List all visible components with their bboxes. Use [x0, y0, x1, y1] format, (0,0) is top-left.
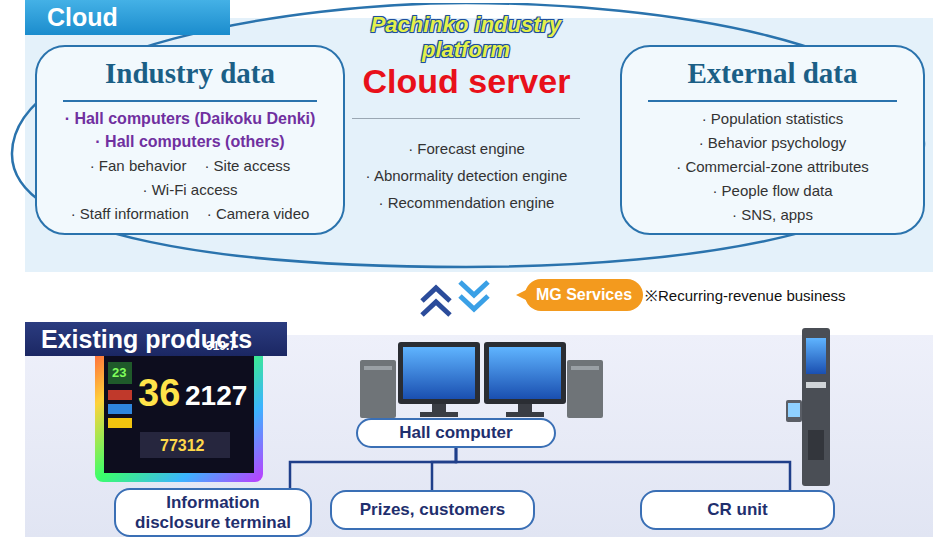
- data-box: Industry data · Hall computers (Daikoku D…: [35, 45, 345, 235]
- node-text: MG Services: [536, 286, 632, 304]
- node-text: · Hall computers (others): [95, 132, 284, 152]
- node-text: · Fan behavior: [90, 156, 187, 176]
- text-row: · SNS, apps: [622, 205, 923, 225]
- node-text: External data: [688, 53, 858, 93]
- node-text: Information disclosure terminal: [125, 493, 301, 532]
- connector-line: [456, 448, 790, 490]
- text-row: · Behavior psychology: [622, 133, 923, 153]
- divider-line: [352, 118, 580, 119]
- node-text: · Behavior psychology: [699, 133, 847, 153]
- process-box: CR unit: [640, 490, 835, 530]
- node-text: Industry data: [105, 53, 275, 93]
- node-text: Pachinko industry platform: [371, 12, 562, 62]
- node-text: · Staff information: [71, 204, 189, 224]
- cr-unit-illustration: [786, 328, 830, 486]
- text-row: External data: [622, 53, 923, 93]
- connector-line: [432, 448, 456, 490]
- node-text: Cloud: [47, 3, 118, 32]
- process-box: Prizes, customers: [330, 490, 535, 530]
- text-row: · Staff information · Camera video: [37, 204, 343, 224]
- node-text: · Forecast engine: [408, 139, 525, 159]
- node-text: · People flow data: [712, 181, 832, 201]
- cloud-panel: Cloud Pachinko industry platformCloud ser…: [25, 0, 933, 272]
- process-box: Hall computer: [356, 418, 556, 448]
- text-row: · Fan behavior · Site access: [37, 156, 343, 176]
- node-text: · Abnormality detection engine: [366, 166, 568, 186]
- service-pill: MG Services: [525, 279, 643, 311]
- text-row: · People flow data: [622, 181, 923, 201]
- text-row: · Population statistics: [622, 109, 923, 129]
- note-text: ※Recurring-revenue business: [645, 285, 846, 305]
- node-text: · Site access: [204, 156, 290, 176]
- node-text: Cloud server: [363, 61, 571, 101]
- node-text: · Camera video: [207, 204, 310, 224]
- text-row: Pachinko industry platform: [345, 12, 587, 62]
- title-rule: [648, 100, 897, 102]
- node-text: · Recommendation engine: [379, 193, 555, 213]
- node-text: · Commercial-zone attributes: [676, 157, 869, 177]
- screen-number: 23: [112, 365, 126, 380]
- panel-tab: Cloud: [25, 0, 230, 35]
- title-rule: [63, 100, 317, 102]
- screen-number: 36: [138, 371, 180, 415]
- screen-number: 2127: [185, 379, 247, 413]
- text-row: Industry data: [37, 53, 343, 93]
- screen-number: 77312: [160, 437, 205, 455]
- products-panel: Existing productsHall computerInformatio…: [25, 322, 933, 537]
- text-row: · Hall computers (others): [37, 132, 343, 152]
- node-text: · Population statistics: [702, 109, 844, 129]
- node-text: · Hall computers (Daikoku Denki): [65, 109, 316, 129]
- up-chevrons: [422, 288, 450, 315]
- panel-tab: Existing products: [25, 322, 287, 356]
- down-chevrons: [460, 282, 488, 309]
- node-text: Prizes, customers: [360, 500, 506, 520]
- node-text: Hall computer: [399, 423, 512, 443]
- text-row: · Hall computers (Daikoku Denki): [37, 109, 343, 129]
- node-text: CR unit: [707, 500, 767, 520]
- screen-number: 319.7: [206, 339, 236, 353]
- cloud-shape: Pachinko industry platformCloud server · …: [0, 3, 933, 270]
- text-row: · Wi-Fi access: [37, 180, 343, 200]
- computer-illustration: [360, 342, 603, 418]
- process-box: Information disclosure terminal: [114, 488, 312, 537]
- data-box: External data · Population statistics · Be…: [620, 45, 925, 235]
- node-text: · SNS, apps: [732, 205, 813, 225]
- node-text: · Wi-Fi access: [143, 180, 238, 200]
- text-row: · Commercial-zone attributes: [622, 157, 923, 177]
